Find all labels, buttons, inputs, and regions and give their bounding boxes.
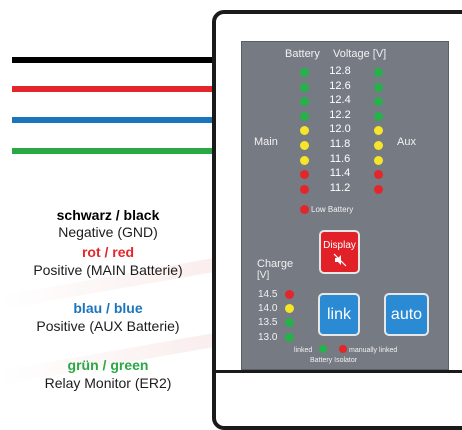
main-voltage-led	[300, 170, 309, 179]
display-button-label: Display	[323, 240, 356, 251]
voltage-value: 11.6	[329, 153, 351, 165]
aux-label: Aux	[397, 136, 416, 148]
link-button-label: link	[326, 305, 351, 323]
green-wire	[12, 148, 212, 154]
main-voltage-led	[300, 126, 309, 135]
voltage-value: 11.8	[329, 138, 351, 150]
legend-title-green: grün / green	[67, 357, 149, 373]
main-voltage-led	[300, 112, 309, 121]
main-voltage-led	[300, 83, 309, 92]
legend-sub-black: Negative (GND)	[58, 224, 158, 240]
auto-button-label: auto	[390, 305, 423, 323]
charge-led	[285, 318, 294, 327]
aux-voltage-led	[374, 170, 383, 179]
main-voltage-led	[300, 68, 309, 77]
legend-sub-red: Positive (MAIN Batterie)	[33, 262, 183, 278]
display-button[interactable]: Display	[319, 230, 360, 274]
voltage-value: 12.2	[329, 109, 351, 121]
voltage-value: 12.4	[329, 94, 351, 106]
aux-voltage-led	[374, 126, 383, 135]
voltage-value: 12.8	[329, 65, 351, 77]
legend-title-black: schwarz / black	[56, 207, 160, 223]
legend-sub-blue: Positive (AUX Batterie)	[36, 318, 180, 334]
low-battery-label: Low Battery	[311, 205, 354, 214]
charge-value: 14.0	[258, 303, 278, 314]
aux-voltage-led	[374, 68, 383, 77]
charge-value: 13.0	[258, 332, 278, 343]
header-battery: Battery	[285, 48, 320, 60]
aux-voltage-led	[374, 185, 383, 194]
battery-isolator-label: Battery Isolator	[310, 357, 358, 364]
charge-led	[285, 333, 294, 342]
voltage-value: 11.4	[329, 167, 351, 179]
manually-linked-label: manually linked	[349, 347, 398, 354]
voltage-value: 12.0	[329, 123, 351, 135]
charge-value: 14.5	[258, 289, 278, 300]
voltage-value: 11.2	[329, 182, 351, 194]
low-battery-led	[300, 205, 309, 214]
device-bottom-edge	[216, 370, 462, 373]
auto-button[interactable]: auto	[384, 293, 429, 336]
mute-speaker-icon	[333, 253, 346, 267]
linked-label: linked	[294, 347, 313, 354]
aux-voltage-led	[374, 141, 383, 150]
charge-value: 13.5	[258, 317, 278, 328]
main-voltage-led	[300, 185, 309, 194]
aux-voltage-led	[374, 97, 383, 106]
main-voltage-led	[300, 141, 309, 150]
legend-title-blue: blau / blue	[73, 300, 143, 316]
charge-led	[285, 304, 294, 313]
charge-led	[285, 290, 294, 299]
manually-linked-indicator-dot	[339, 345, 347, 353]
blue-wire	[12, 117, 212, 123]
aux-voltage-led	[374, 112, 383, 121]
red-wire	[12, 86, 212, 92]
voltage-value: 12.6	[329, 80, 351, 92]
black-wire	[12, 57, 212, 63]
link-button[interactable]: link	[318, 293, 360, 336]
charge-label: Charge	[257, 258, 294, 270]
aux-voltage-led	[374, 83, 383, 92]
legend-title-red: rot / red	[81, 244, 135, 260]
legend-sub-green: Relay Monitor (ER2)	[44, 375, 172, 391]
main-voltage-led	[300, 97, 309, 106]
charge-unit-label: [V]	[257, 270, 270, 281]
main-voltage-led	[300, 156, 309, 165]
header-voltage: Voltage [V]	[333, 48, 387, 60]
main-label: Main	[254, 136, 278, 148]
linked-indicator-dot	[319, 345, 327, 353]
aux-voltage-led	[374, 156, 383, 165]
